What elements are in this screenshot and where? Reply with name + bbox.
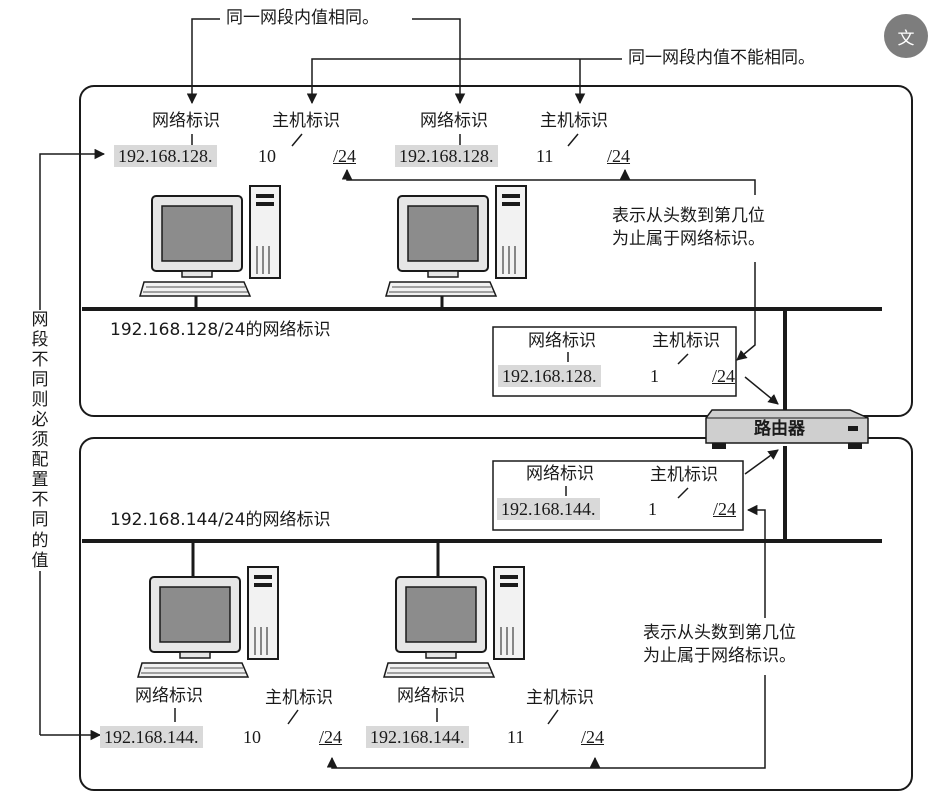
ip-mask: /24 <box>607 146 631 166</box>
ip-mask: /24 <box>319 727 343 747</box>
ip-host-part: 11 <box>536 146 554 166</box>
translate-icon: 文 <box>897 28 915 49</box>
computer-icon <box>137 566 279 678</box>
upper-network-box <box>79 85 913 417</box>
note-same-within-segment: 同一网段内值相同。 <box>224 8 381 28</box>
ip-mask: /24 <box>713 499 737 519</box>
host-id-label: 主机标识 <box>526 688 594 708</box>
note-not-same-within-segment: 同一网段内值不能相同。 <box>626 48 817 68</box>
mask-note-lower: 表示从头数到第几位 为止属于网络标识。 <box>643 623 796 666</box>
bracket-not-same <box>306 58 622 105</box>
side-note: 网段不 同则必 须配置 不同的 值 <box>30 310 50 571</box>
net-id-label: 网络标识 <box>526 464 594 484</box>
mask-arrow-lower <box>746 504 766 618</box>
host-id-label: 主机标识 <box>650 465 718 485</box>
host-id-label: 主机标识 <box>652 331 720 351</box>
router-label: 路由器 <box>754 419 805 439</box>
ip-net-part: 192.168.128. <box>395 145 498 167</box>
ip-host-part: 1 <box>650 366 659 386</box>
ip-host-part: 1 <box>648 499 657 519</box>
computer-icon <box>139 185 281 297</box>
ip-host-part: 10 <box>243 727 261 747</box>
ip-net-part: 192.168.144. <box>366 726 469 748</box>
ip-mask: /24 <box>333 146 357 166</box>
ip-net-part: 192.168.128. <box>498 365 601 387</box>
ip-mask: /24 <box>712 366 736 386</box>
network-label-upper: 192.168.128/24的网络标识 <box>110 320 331 340</box>
computer-icon <box>383 566 525 678</box>
host-id-label: 主机标识 <box>540 111 608 131</box>
computer-icon <box>385 185 527 297</box>
net-id-label: 网络标识 <box>152 111 220 131</box>
network-label-lower: 192.168.144/24的网络标识 <box>110 510 331 530</box>
ip-host-part: 10 <box>258 146 276 166</box>
net-id-label: 网络标识 <box>135 686 203 706</box>
ip-host-part: 11 <box>507 727 525 747</box>
net-id-label: 网络标识 <box>397 686 465 706</box>
ip-net-part: 192.168.128. <box>114 145 217 167</box>
ip-mask: /24 <box>581 727 605 747</box>
bracket-same <box>186 18 220 105</box>
host-id-label: 主机标识 <box>265 688 333 708</box>
mask-note-upper: 表示从头数到第几位 为止属于网络标识。 <box>612 206 765 249</box>
host-id-label: 主机标识 <box>272 111 340 131</box>
ip-net-part: 192.168.144. <box>497 498 600 520</box>
net-id-label: 网络标识 <box>420 111 488 131</box>
translate-button[interactable]: 文 <box>884 14 928 58</box>
net-id-label: 网络标识 <box>528 331 596 351</box>
ip-net-part: 192.168.144. <box>100 726 203 748</box>
mask-arrow-upper <box>341 168 756 195</box>
lower-network-box <box>79 437 913 791</box>
router-icon <box>705 409 869 449</box>
